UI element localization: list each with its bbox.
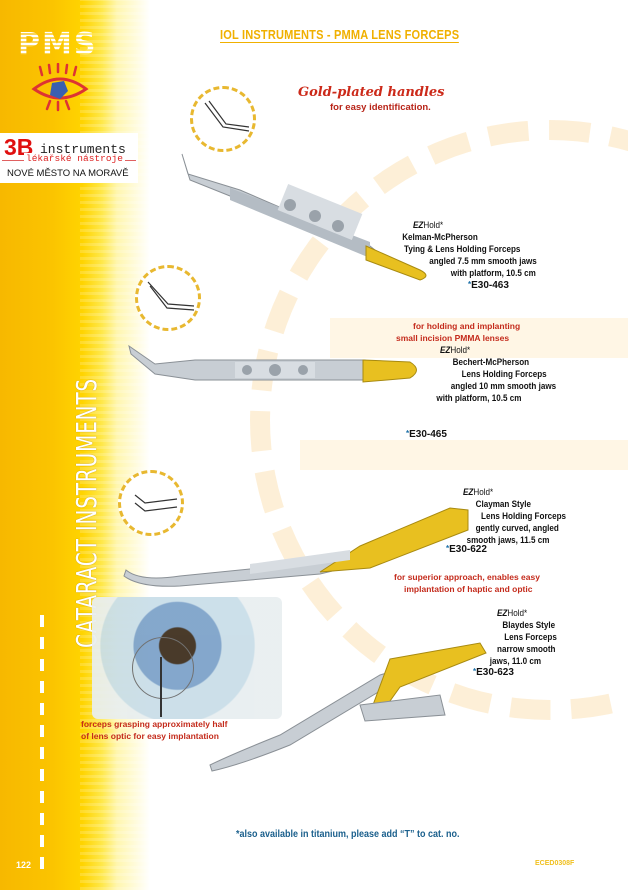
catalog-number: *E30-465 xyxy=(406,429,447,440)
jaw-detail-circle xyxy=(135,265,201,331)
brand-subtitle: lékařské nástroje xyxy=(24,153,125,164)
product-spec: gently curved, angled xyxy=(475,523,559,533)
forceps-tip-icon xyxy=(147,281,195,311)
note-pmma-line1: for holding and implanting xyxy=(413,321,521,331)
ezhold-brand: EZHold* xyxy=(497,608,528,618)
kelman-mcpherson-forceps-image xyxy=(181,153,427,281)
gold-plated-headline: Gold-plated handles xyxy=(298,85,445,100)
brand-city: NOVÉ MĚSTO NA MORAVĚ xyxy=(7,168,129,179)
iol-lens xyxy=(132,637,194,699)
product-type: Lens Holding Forceps xyxy=(481,511,567,521)
eye-surgery-photo xyxy=(92,597,282,719)
product-type: Lens Forceps xyxy=(504,632,557,642)
sidebar: PMS 3B instruments lékařské nástroje NOV… xyxy=(0,0,150,890)
product-name: Bechert-McPherson xyxy=(452,357,530,367)
note-superior-line2: implantation of haptic and optic xyxy=(404,584,533,594)
bechert-mcpherson-forceps-image xyxy=(128,344,417,383)
3b-instruments-logo: 3B instruments lékařské nástroje NOVÉ MĚ… xyxy=(0,133,138,183)
catalog-number: *E30-463 xyxy=(468,280,509,291)
ezhold-brand: EZHold* xyxy=(440,345,471,355)
forceps-tip-icon xyxy=(134,494,178,512)
ezhold-brand: EZHold* xyxy=(413,220,444,230)
photo-caption-line2: of lens optic for easy implantation xyxy=(81,731,219,741)
catalog-number: *E30-622 xyxy=(446,544,487,555)
page-title: IOL INSTRUMENTS - PMMA LENS FORCEPS xyxy=(220,27,460,43)
catalog-number: *E30-623 xyxy=(473,667,514,678)
clayman-forceps-image xyxy=(123,507,469,587)
background-band xyxy=(330,318,628,358)
product-spec: angled 10 mm smooth jaws xyxy=(450,381,557,391)
product-type: Tying & Lens Holding Forceps xyxy=(404,244,521,254)
page-number: 122 xyxy=(16,860,32,870)
product-type: Lens Holding Forceps xyxy=(461,369,547,379)
product-description: EZHold* Bechert-McPherson Lens Holding F… xyxy=(436,344,557,404)
jaw-detail-circle xyxy=(118,470,184,536)
product-spec: angled 7.5 mm smooth jaws xyxy=(429,256,537,266)
eye-logo-icon xyxy=(31,63,89,112)
product-size: with platform, 10.5 cm xyxy=(450,268,536,278)
product-size: with platform, 10.5 cm xyxy=(436,393,522,403)
catalog-code: ECED0308F xyxy=(535,860,575,867)
background-band xyxy=(300,440,628,470)
product-name: Kelman-McPherson xyxy=(402,232,478,242)
product-size: jaws, 11.0 cm xyxy=(489,656,542,666)
product-spec: narrow smooth xyxy=(497,644,556,654)
note-superior-line1: for superior approach, enables easy xyxy=(394,572,540,582)
jaw-detail-circle xyxy=(190,86,256,152)
surgical-probe xyxy=(160,657,162,717)
photo-caption-line1: forceps grasping approximately half xyxy=(81,719,228,729)
product-description: EZHold* Blaydes Style Lens Forceps narro… xyxy=(490,607,557,667)
forceps-tip-icon xyxy=(204,100,250,132)
product-description: EZHold* Clayman Style Lens Holding Force… xyxy=(463,486,566,546)
product-name: Clayman Style xyxy=(475,499,531,509)
gold-plated-subline: for easy identification. xyxy=(330,102,431,113)
note-pmma-line2: small incision PMMA lenses xyxy=(396,333,510,343)
titanium-note: *also available in titanium, please add … xyxy=(236,829,460,840)
sidebar-dashes xyxy=(40,615,44,875)
ezhold-brand: EZHold* xyxy=(463,487,494,497)
pms-logo: PMS xyxy=(18,27,98,62)
blaydes-forceps-image xyxy=(209,642,487,772)
product-description: EZHold* Kelman-McPherson Tying & Lens Ho… xyxy=(402,219,537,279)
product-name: Blaydes Style xyxy=(502,620,556,630)
product-size: smooth jaws, 11.5 cm xyxy=(466,535,550,545)
